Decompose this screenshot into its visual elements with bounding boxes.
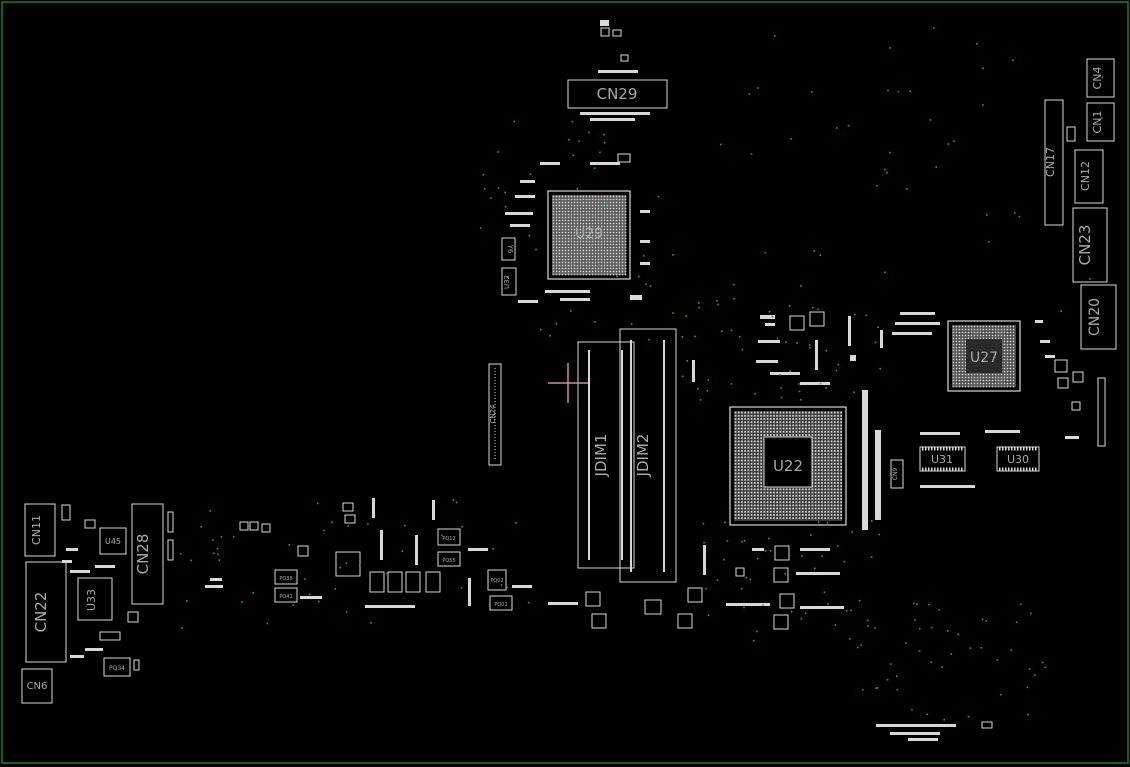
u29grid-balls <box>552 195 627 276</box>
bottom-edge-pads <box>876 721 993 741</box>
test-points <box>180 27 1103 721</box>
cn1-label: CN1 <box>1091 111 1104 134</box>
cn23-label: CN23 <box>1076 225 1094 266</box>
u29-passives <box>505 153 650 303</box>
pq02-label: PQ02 <box>490 578 503 584</box>
left-power-passives <box>61 504 174 671</box>
u30-label: U30 <box>1007 453 1029 466</box>
y6-label: Y6 <box>506 244 514 254</box>
cn12-connector[interactable]: CN12 <box>1074 149 1104 204</box>
u22-label: U22 <box>773 457 803 475</box>
cursor-crosshair <box>548 363 588 403</box>
u45-chip[interactable]: U45 <box>99 527 127 555</box>
cn20-label: CN20 <box>1087 298 1103 336</box>
u27-label: U27 <box>970 350 998 366</box>
pq41-label: PQ41 <box>279 594 292 600</box>
cn22-connector[interactable]: CN22 <box>25 561 67 663</box>
cn24-label: CN24 <box>489 404 497 424</box>
cn28-label: CN28 <box>134 534 152 575</box>
jdim1-label: JDIM1 <box>592 434 610 478</box>
pq34-label: PQ34 <box>109 665 125 672</box>
jdim1-slot[interactable]: JDIM1 <box>577 341 635 569</box>
cn28-connector[interactable]: CN28 <box>131 503 164 605</box>
cn9-connector[interactable]: CN9 <box>890 459 904 489</box>
pq55-label: PQ55 <box>442 558 455 564</box>
cn6-label: CN6 <box>27 681 48 692</box>
pq02-mosfet[interactable]: PQ02 <box>487 569 507 591</box>
cn11-label: CN11 <box>30 515 43 545</box>
u32-chip[interactable]: U32 <box>501 267 517 296</box>
cn17-connector[interactable]: CN17 <box>1044 99 1064 226</box>
u32-label: U32 <box>503 275 511 289</box>
pq38-mosfet[interactable]: PQ38 <box>274 569 298 585</box>
cn24-connector[interactable]: CN24 <box>488 363 502 466</box>
middle-power-passives <box>205 498 706 629</box>
cn29-label: CN29 <box>597 85 638 103</box>
cn1-connector[interactable]: CN1 <box>1086 102 1115 142</box>
u45-label: U45 <box>105 537 121 546</box>
pq41-mosfet[interactable]: PQ41 <box>274 587 298 603</box>
u27-chip[interactable]: U27 <box>947 320 1021 392</box>
pq34-mosfet[interactable]: PQ34 <box>103 657 131 677</box>
pq01-label: PQ01 <box>494 602 507 608</box>
pq38-label: PQ38 <box>279 576 292 582</box>
y6-crystal[interactable]: Y6 <box>501 237 516 261</box>
u22-chip[interactable]: U22 <box>729 406 847 526</box>
jdim2-slot[interactable]: JDIM2 <box>619 328 677 583</box>
cn22-label: CN22 <box>32 592 50 633</box>
pq12-label: PQ12 <box>442 536 455 542</box>
cn23-connector[interactable]: CN23 <box>1072 207 1108 283</box>
u22-passives <box>692 311 883 530</box>
pq01-mosfet[interactable]: PQ01 <box>489 595 513 611</box>
cn11-connector[interactable]: CN11 <box>24 503 56 557</box>
u31-label: U31 <box>931 453 953 466</box>
u27-passives <box>892 312 1106 447</box>
u31-passives <box>920 485 975 488</box>
cn4-connector[interactable]: CN4 <box>1086 58 1115 98</box>
cn6-connector[interactable]: CN6 <box>21 668 53 704</box>
jdim2-label: JDIM2 <box>634 434 652 478</box>
u33-chip[interactable]: U33 <box>77 577 113 621</box>
cn17-label: CN17 <box>1044 147 1057 177</box>
u30-chip[interactable]: U30 <box>996 446 1040 472</box>
pq55-mosfet[interactable]: PQ55 <box>437 551 461 567</box>
cn29-connector[interactable]: CN29 <box>567 20 668 121</box>
right-edge-pads <box>1066 126 1076 142</box>
u31-chip[interactable]: U31 <box>919 446 966 472</box>
u33-label: U33 <box>85 589 98 611</box>
pq12-mosfet[interactable]: PQ12 <box>437 528 461 546</box>
u29-label: U29 <box>575 226 603 242</box>
cn12-label: CN12 <box>1079 161 1092 191</box>
bottom-right-passives <box>726 545 844 630</box>
cn4-label: CN4 <box>1091 67 1104 90</box>
cn9-label: CN9 <box>892 468 899 481</box>
cn20-connector[interactable]: CN20 <box>1080 284 1117 350</box>
u29-chip[interactable]: U29 <box>547 190 631 280</box>
